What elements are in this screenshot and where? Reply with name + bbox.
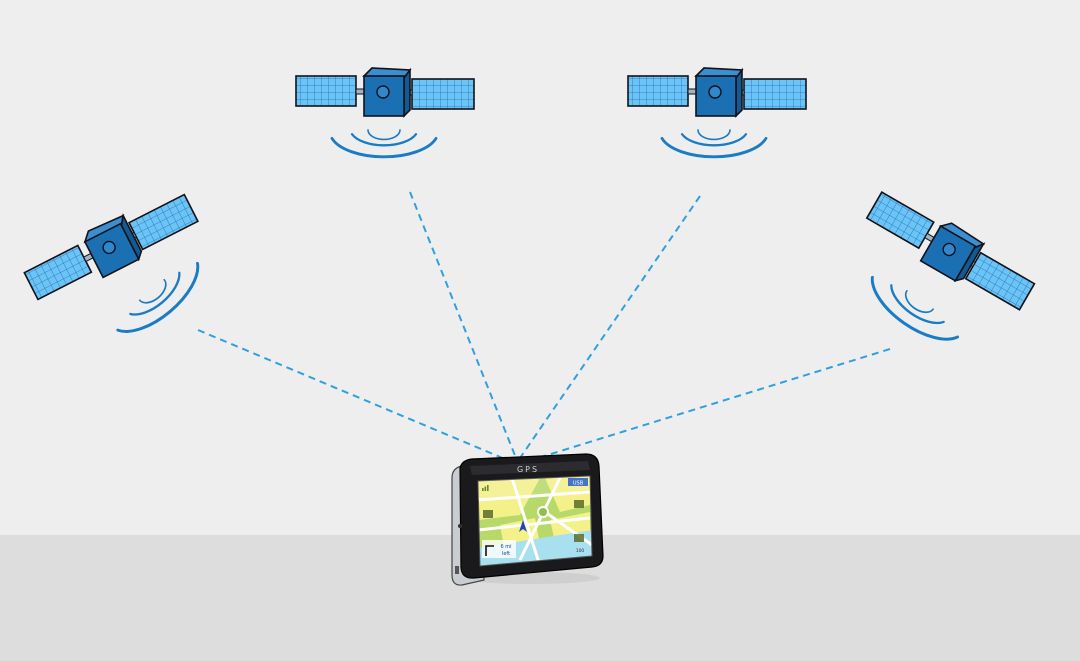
link-top-left: [409, 191, 517, 459]
zoom-out-button: [574, 534, 584, 542]
navigation-arrow-icon: [519, 520, 527, 532]
signal-waves-icon: [660, 128, 768, 159]
satellite-left: [19, 183, 212, 347]
direction-readout: left: [502, 551, 510, 557]
battery-label: USB: [573, 481, 584, 487]
signal-bars-icon: [482, 485, 489, 491]
signal-links: [197, 191, 891, 463]
satellite-top-right: [627, 67, 807, 159]
link-right: [524, 348, 891, 463]
signal-waves-icon: [110, 255, 212, 347]
link-left: [197, 329, 513, 463]
map-screen[interactable]: 6 mi left USB 100: [477, 475, 593, 567]
satellite-right: [859, 184, 1041, 355]
turn-left-icon: [485, 545, 494, 556]
link-top-right: [519, 195, 701, 459]
power-button[interactable]: [458, 524, 462, 528]
gps-device: GPS: [451, 453, 604, 586]
distance-readout: 6 mi: [500, 544, 511, 550]
zoom-readout: 100: [576, 548, 585, 554]
usb-port: [455, 566, 459, 574]
signal-waves-icon: [330, 128, 438, 159]
device-brand-label: GPS: [517, 465, 539, 474]
satellite-top-left: [295, 67, 475, 159]
zoom-in-button: [574, 500, 584, 508]
menu-button: [483, 510, 493, 518]
signal-waves-icon: [859, 268, 965, 355]
